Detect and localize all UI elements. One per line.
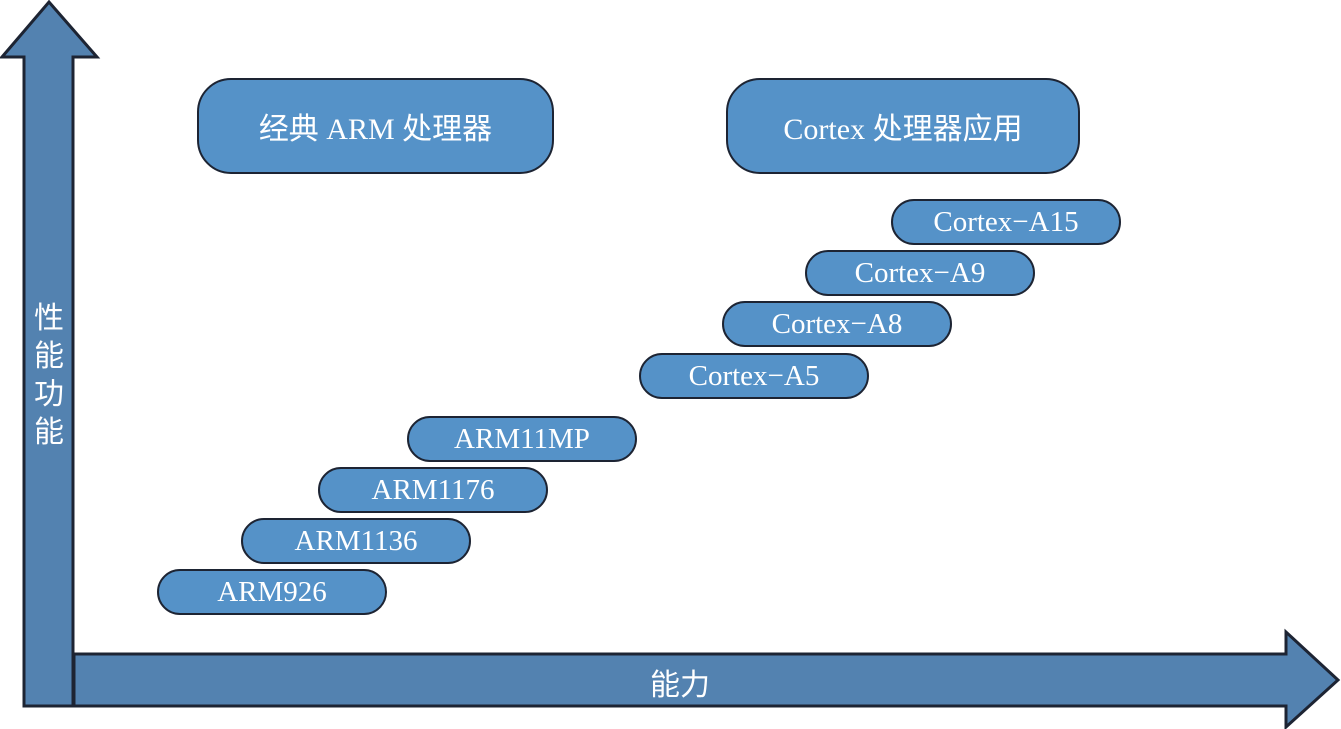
processor-arm926: ARM926 — [157, 569, 387, 615]
processor-arm11mp: ARM11MP — [407, 416, 637, 462]
cortex-header: Cortex 处理器应用 — [726, 78, 1080, 174]
processor-cortex-a5: Cortex−A5 — [639, 353, 869, 399]
classic-arm-header: 经典 ARM 处理器 — [197, 78, 554, 174]
processor-cortex-a9: Cortex−A9 — [805, 250, 1035, 296]
processor-cortex-a15: Cortex−A15 — [891, 199, 1121, 245]
x-axis-arrow — [72, 628, 1341, 729]
x-axis-label: 能力 — [650, 668, 710, 703]
processor-arm1136: ARM1136 — [241, 518, 471, 564]
y-axis-label-char: 功 — [34, 377, 64, 412]
processor-arm1176: ARM1176 — [318, 467, 548, 513]
y-axis-arrow — [0, 0, 101, 708]
y-axis-label: 性 能 功 能 — [24, 300, 74, 452]
y-axis-label-char: 性 — [34, 301, 64, 336]
y-axis-label-char: 能 — [34, 339, 64, 374]
processor-cortex-a8: Cortex−A8 — [722, 301, 952, 347]
y-axis-label-char: 能 — [34, 415, 64, 450]
